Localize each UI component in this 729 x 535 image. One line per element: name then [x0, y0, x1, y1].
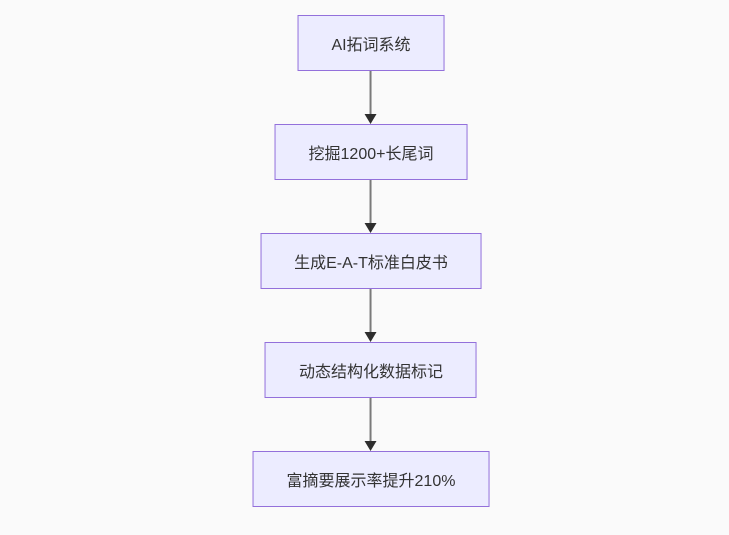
flowchart: AI拓词系统 挖掘1200+长尾词 生成E-A-T标准白皮书 动态结构化数据标记… [252, 15, 490, 507]
flow-node-rich-snippet-result: 富摘要展示率提升210% [252, 451, 490, 507]
edge-arrow-2 [365, 180, 377, 233]
edge-arrow-4 [365, 398, 377, 451]
arrowhead-down-icon [365, 332, 377, 342]
arrowhead-down-icon [365, 441, 377, 451]
edge-line [370, 71, 372, 114]
edge-line [370, 180, 372, 223]
edge-arrow-1 [365, 71, 377, 124]
arrowhead-down-icon [365, 223, 377, 233]
edge-arrow-3 [365, 289, 377, 342]
edge-line [370, 398, 372, 441]
flow-node-eat-whitepaper: 生成E-A-T标准白皮书 [260, 233, 482, 289]
flow-node-structured-data-markup: 动态结构化数据标记 [264, 342, 477, 398]
flow-node-ai-keyword-system: AI拓词系统 [297, 15, 445, 71]
flow-node-longtail-mining: 挖掘1200+长尾词 [274, 124, 468, 180]
edge-line [370, 289, 372, 332]
arrowhead-down-icon [365, 114, 377, 124]
